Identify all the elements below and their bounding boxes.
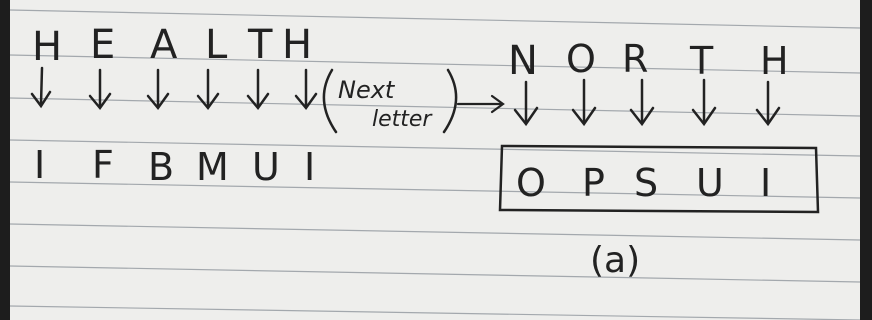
plain-left-letter-5: T	[247, 22, 273, 68]
plain-word-left: H E A L T H	[32, 22, 312, 70]
plain-left-letter-6: H	[282, 22, 312, 68]
cipher-left-letter-5: U	[252, 145, 280, 189]
plain-right-letter-4: T	[689, 39, 714, 83]
rule-line-2: letter	[372, 107, 433, 132]
down-arrow-icon	[196, 68, 220, 111]
plain-right-letter-2: O	[566, 37, 596, 81]
cipher-word-left: I F B M U I	[34, 143, 315, 189]
plain-left-letter-2: E	[90, 22, 115, 68]
down-arrow-icon	[571, 78, 597, 127]
right-parenthesis	[442, 68, 458, 134]
plain-right-letter-3: R	[622, 37, 648, 81]
notebook-page: H E A L T H Next letter N	[10, 0, 860, 320]
plain-right-letter-5: H	[760, 39, 789, 83]
cipher-right-letter-5: I	[760, 161, 771, 205]
ruled-lines	[10, 9, 860, 320]
down-arrow-icon	[146, 68, 170, 111]
arrows-left	[30, 66, 318, 111]
right-arrow-icon	[456, 94, 505, 114]
plain-left-letter-4: L	[205, 22, 228, 68]
down-arrow-icon	[88, 68, 112, 111]
handwritten-notes: H E A L T H Next letter N	[10, 9, 860, 320]
arrows-right	[513, 78, 781, 127]
cipher-left-letter-6: I	[304, 145, 315, 189]
plain-left-letter-1: H	[32, 24, 62, 70]
cipher-left-letter-3: B	[148, 145, 174, 189]
cipher-right-letter-4: U	[696, 161, 724, 205]
rule-annotation: Next letter	[322, 68, 505, 134]
cipher-right-letter-2: P	[582, 161, 605, 205]
answer-box: O P S U I	[498, 144, 820, 214]
cipher-left-letter-4: M	[196, 145, 229, 189]
down-arrow-icon	[294, 68, 318, 111]
cipher-left-letter-1: I	[34, 143, 45, 187]
down-arrow-icon	[629, 78, 655, 127]
option-label: (a)	[590, 240, 640, 281]
down-arrow-icon	[513, 80, 539, 127]
plain-left-letter-3: A	[150, 22, 178, 68]
answer-box-border	[498, 144, 820, 214]
cipher-left-letter-2: F	[92, 143, 114, 187]
plain-right-letter-1: N	[508, 38, 538, 84]
cipher-right-letter-1: O	[516, 161, 546, 205]
down-arrow-icon	[30, 66, 52, 109]
down-arrow-icon	[691, 78, 717, 127]
plain-word-right: N O R T H	[508, 37, 789, 84]
down-arrow-icon	[246, 68, 270, 111]
down-arrow-icon	[755, 80, 781, 127]
cipher-right-letter-3: S	[634, 161, 658, 205]
rule-line-1: Next	[338, 76, 396, 104]
left-parenthesis	[322, 68, 338, 134]
